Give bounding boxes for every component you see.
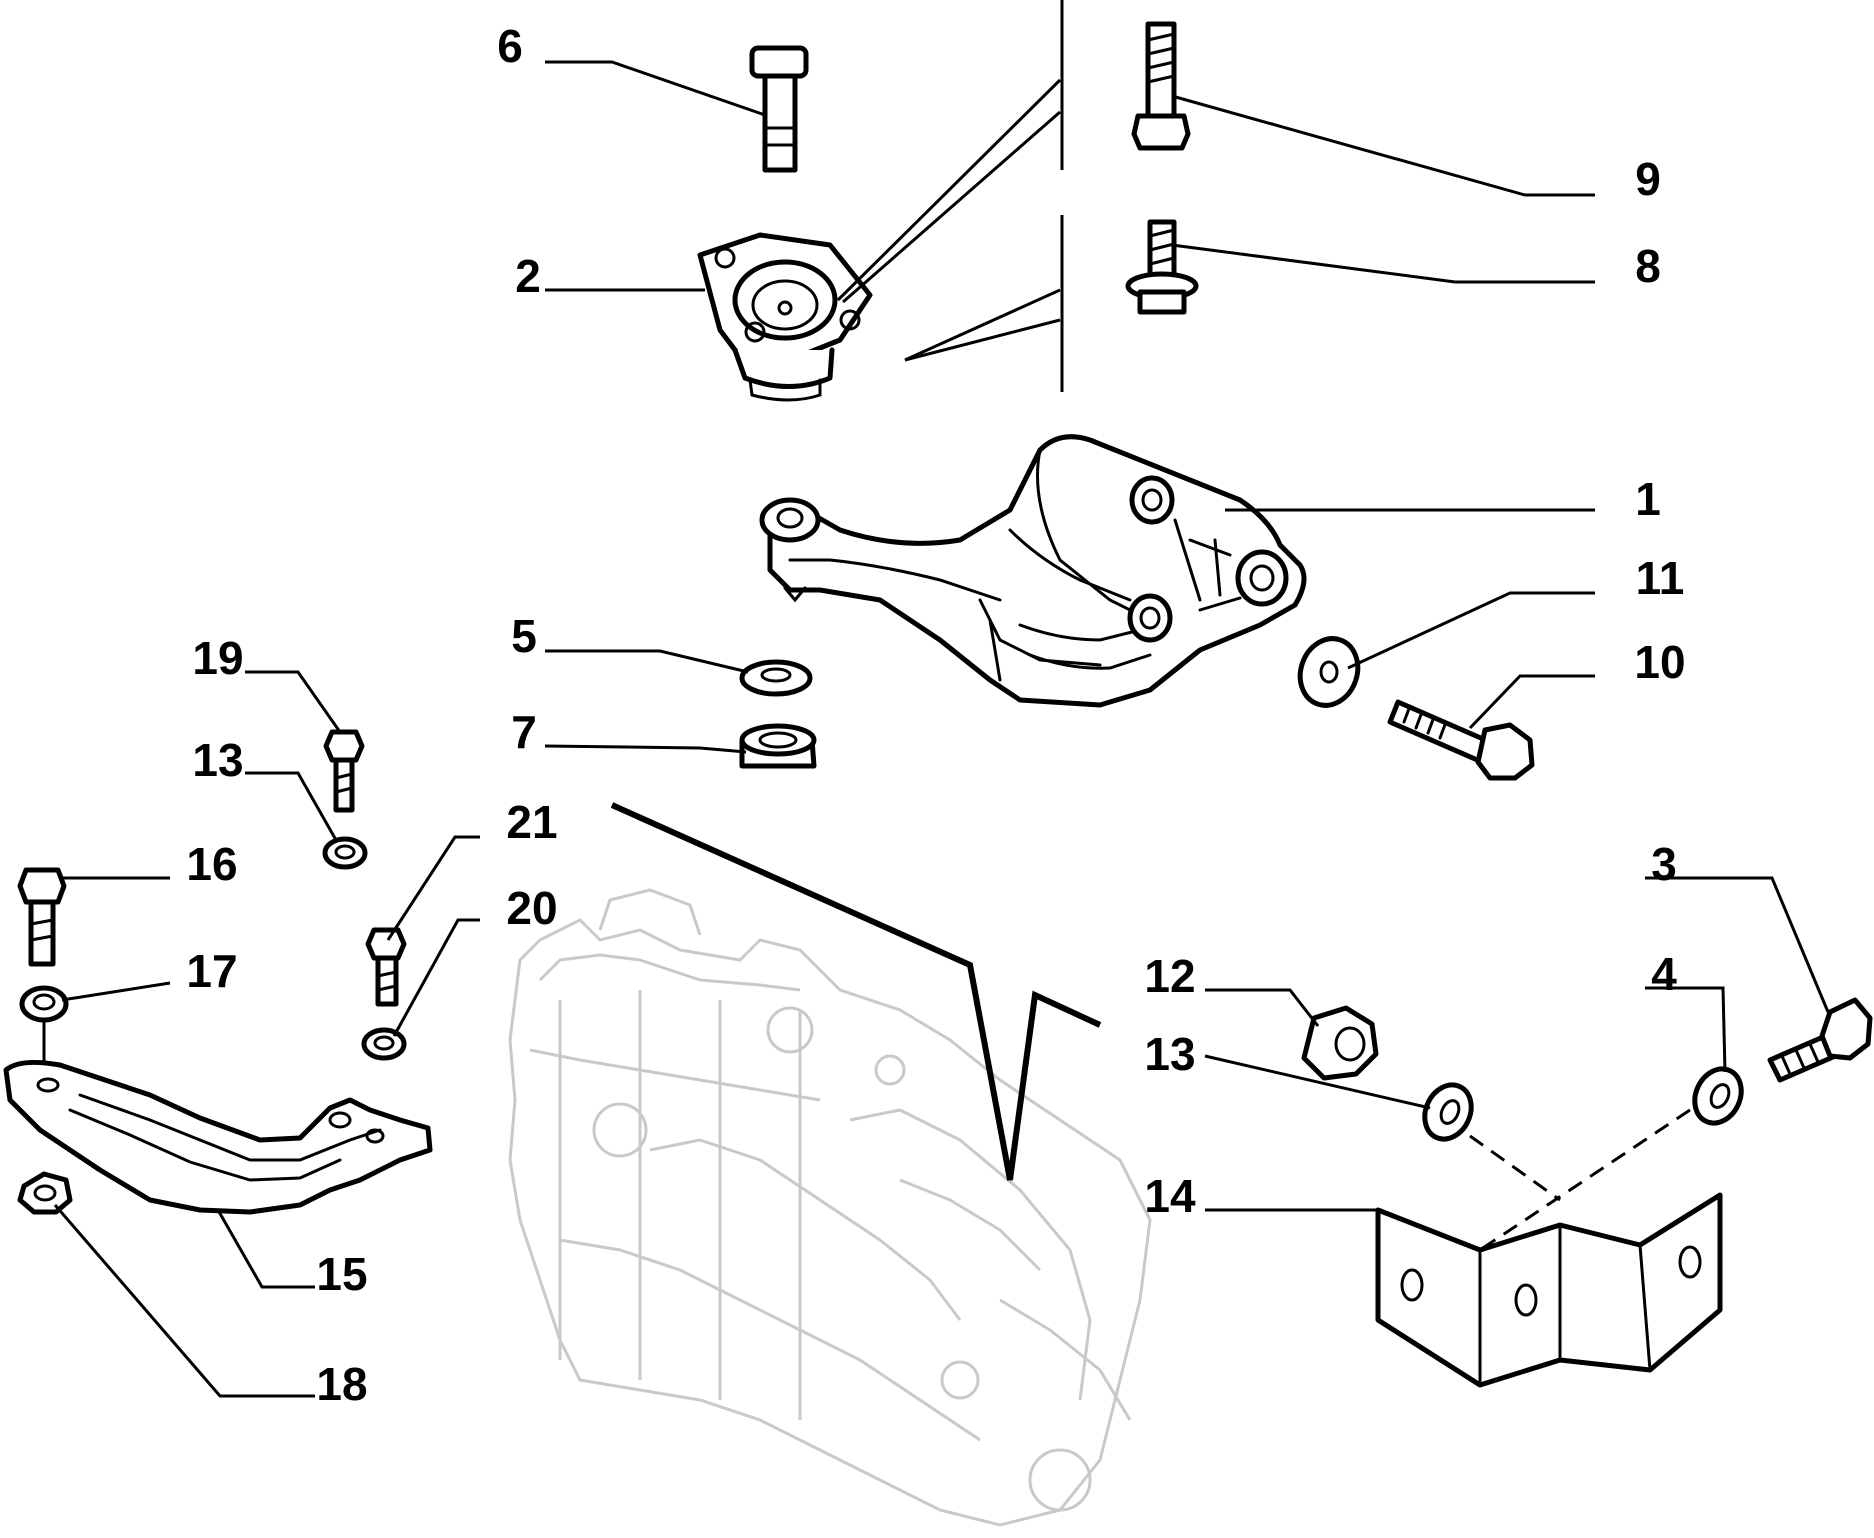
engine-outline-icon bbox=[508, 888, 1152, 1527]
bolt-icon bbox=[17, 867, 67, 967]
callout-label-5: 5 bbox=[511, 610, 537, 662]
callout-label-4: 4 bbox=[1651, 948, 1677, 1000]
callout-label-20: 20 bbox=[506, 882, 557, 934]
callout-label-1: 1 bbox=[1635, 473, 1661, 525]
callout-label-10: 10 bbox=[1634, 636, 1685, 688]
washer-icon bbox=[361, 1027, 407, 1061]
bolt-icon bbox=[749, 45, 809, 173]
callout-label-11: 11 bbox=[1636, 552, 1685, 604]
hex-nut-icon bbox=[17, 1171, 73, 1215]
washer-icon bbox=[19, 985, 69, 1023]
bolt-icon bbox=[323, 729, 365, 813]
callout-label-14: 14 bbox=[1144, 1170, 1196, 1222]
rubber-mount-icon bbox=[697, 232, 873, 402]
washer-icon bbox=[1692, 1066, 1744, 1126]
washer-icon bbox=[1297, 636, 1361, 708]
callout-label-18: 18 bbox=[316, 1358, 367, 1410]
callout-label-16: 16 bbox=[186, 838, 237, 890]
assembly-boundary-line bbox=[610, 802, 1102, 1181]
callout-label-19: 19 bbox=[192, 632, 243, 684]
callout-label-13: 13 bbox=[1144, 1028, 1195, 1080]
callout-label-8: 8 bbox=[1635, 240, 1661, 292]
callout-label-3: 3 bbox=[1651, 838, 1677, 890]
callout-label-2: 2 bbox=[515, 250, 541, 302]
bracket-icon bbox=[3, 1059, 433, 1215]
washer-icon bbox=[1422, 1082, 1474, 1142]
callout-label-6: 6 bbox=[497, 20, 523, 72]
bracket-icon bbox=[759, 434, 1307, 708]
bolt-icon bbox=[365, 927, 407, 1007]
bolt-icon bbox=[1131, 21, 1191, 151]
callout-label-17: 17 bbox=[186, 945, 237, 997]
washer-icon bbox=[739, 659, 813, 697]
hex-nut-icon bbox=[1301, 1005, 1379, 1081]
hex-nut-icon bbox=[739, 723, 817, 769]
callout-label-21: 21 bbox=[506, 796, 557, 848]
callout-label-12: 12 bbox=[1144, 950, 1195, 1002]
washer-icon bbox=[322, 836, 368, 870]
callout-label-15: 15 bbox=[316, 1248, 367, 1300]
bolt-icon bbox=[1387, 699, 1535, 781]
bolt-icon bbox=[1125, 219, 1199, 315]
bracket-icon bbox=[1375, 1192, 1723, 1388]
callout-label-7: 7 bbox=[511, 706, 537, 758]
callout-label-13: 13 bbox=[192, 734, 243, 786]
bolt-icon bbox=[1767, 997, 1873, 1083]
callout-label-9: 9 bbox=[1635, 153, 1661, 205]
